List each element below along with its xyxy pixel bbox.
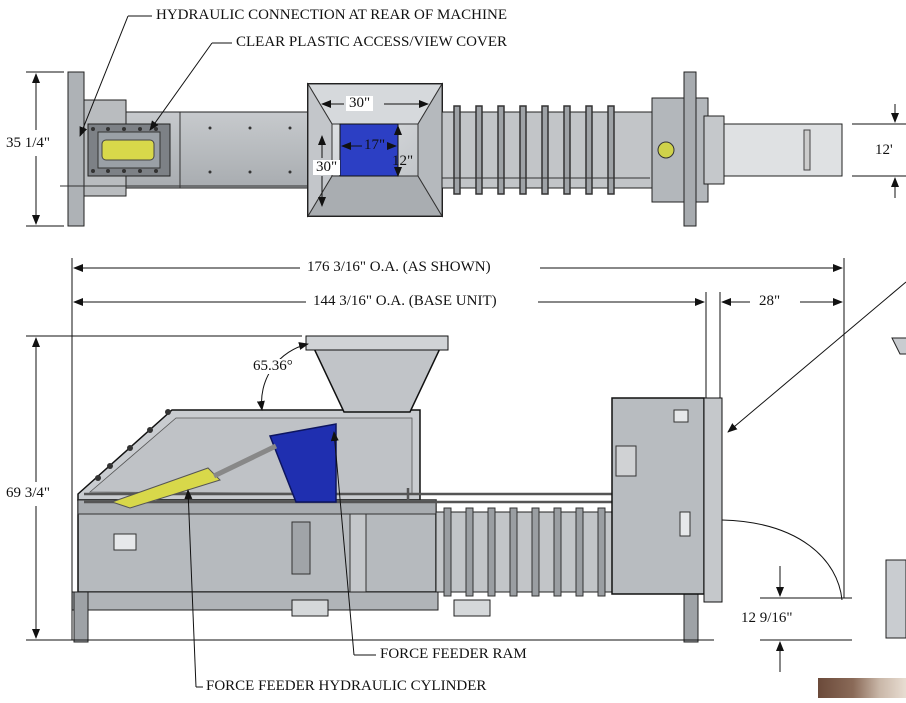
dim-base-length: 144 3/16" O.A. (BASE UNIT)	[310, 294, 500, 309]
side-compression-tube	[435, 511, 613, 593]
dim-discharge-clearance: 12 9/16"	[738, 611, 796, 626]
force-feeder-ram	[268, 423, 337, 503]
top-view-dimensions	[26, 71, 906, 227]
side-view-dimensions	[26, 258, 852, 672]
side-main-body	[77, 499, 437, 593]
dim-discharge-height: 12'	[872, 143, 896, 158]
side-view	[60, 335, 906, 643]
callout-force-feeder-cylinder: FORCE FEEDER HYDRAULIC CYLINDER	[206, 678, 487, 694]
top-view	[60, 71, 843, 227]
dim-opening-height: 12"	[392, 153, 414, 169]
photo-thumbnail	[818, 678, 906, 698]
top-left-plate	[67, 71, 85, 227]
dim-overall-height: 69 3/4"	[3, 486, 54, 501]
dim-hopper-angle: 65.36°	[250, 359, 296, 374]
dim-overall-length: 176 3/16" O.A. (AS SHOWN)	[304, 260, 494, 275]
side-hopper	[308, 339, 446, 413]
callout-force-feeder-ram: FORCE FEEDER RAM	[380, 646, 527, 662]
dim-top-width: 35 1/4"	[3, 136, 54, 151]
callout-hydraulic-connection: HYDRAULIC CONNECTION AT REAR OF MACHINE	[156, 7, 507, 23]
callout-access-cover: CLEAR PLASTIC ACCESS/VIEW COVER	[236, 34, 508, 50]
dim-hopper-side-width: 30"	[313, 160, 341, 175]
side-rear-housing	[611, 397, 705, 595]
dim-opening-width: 17"	[364, 137, 386, 153]
callout-leaders	[79, 15, 906, 688]
dim-extension-length: 28"	[756, 294, 784, 309]
top-discharge-chute	[723, 123, 843, 177]
dim-hopper-top-width: 30"	[346, 96, 374, 111]
force-feeder-cylinder	[110, 467, 221, 509]
top-cylinder	[101, 139, 155, 161]
